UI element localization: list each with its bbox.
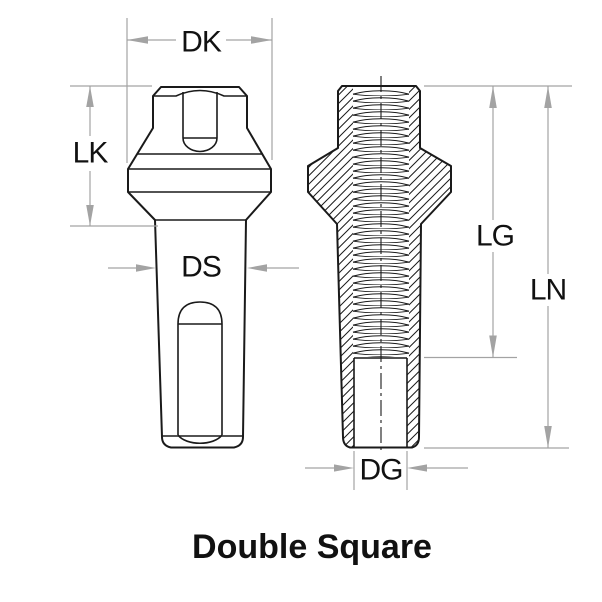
extension-lines xyxy=(70,18,572,490)
page-title: Double Square xyxy=(192,528,432,566)
lg-label: LG xyxy=(476,220,514,253)
ds-label: DS xyxy=(181,251,221,284)
section-hatch-right-wall xyxy=(407,86,451,448)
left-view xyxy=(127,86,272,449)
dk-arrow-right xyxy=(251,36,272,44)
lk-arrow-up xyxy=(86,86,94,107)
spoke-slot xyxy=(177,301,223,445)
left-view-outline xyxy=(127,86,272,449)
dg-label: DG xyxy=(360,454,403,487)
ds-arrow-right xyxy=(247,264,267,272)
right-view-section xyxy=(307,76,452,453)
lg-arrow-up xyxy=(489,86,497,108)
dg-arrow-left xyxy=(334,464,354,472)
right-view-outline xyxy=(307,85,452,449)
lg-arrow-down xyxy=(489,335,497,358)
hex-head-chamfer-line xyxy=(153,89,247,97)
lk-label: LK xyxy=(73,137,109,170)
lk-arrow-down xyxy=(86,205,94,226)
ln-arrow-down xyxy=(544,426,552,448)
flange-junction-lines xyxy=(128,153,271,221)
ln-label: LN xyxy=(530,274,566,307)
dimension-arrowheads xyxy=(86,36,552,472)
dimension-lines xyxy=(70,18,572,490)
ds-arrow-left xyxy=(136,264,156,272)
dk-label: DK xyxy=(181,26,222,59)
dg-arrow-right xyxy=(407,464,427,472)
section-hatch-left-wall xyxy=(308,86,354,448)
dk-arrow-left xyxy=(127,36,148,44)
ln-arrow-up xyxy=(544,86,552,108)
square-socket xyxy=(182,92,218,153)
